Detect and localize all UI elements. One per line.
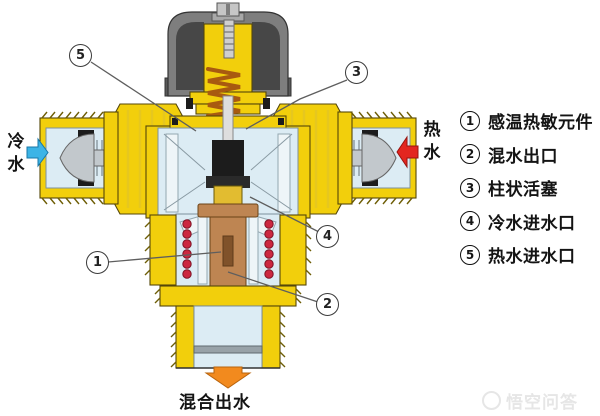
legend: 1 感温热敏元件 2 混水出口 3 柱状活塞 4 冷水进水口 5 热水进水口 bbox=[460, 104, 593, 272]
legend-num-5: 5 bbox=[460, 244, 480, 265]
legend-num-1: 1 bbox=[460, 110, 480, 131]
callout-1: 1 bbox=[86, 251, 109, 274]
legend-num-2: 2 bbox=[460, 144, 480, 165]
legend-label-5: 热水进水口 bbox=[488, 247, 576, 268]
left-inlet-pipe bbox=[39, 111, 119, 205]
callout-leader-lines bbox=[90, 61, 348, 303]
return-springs bbox=[182, 219, 274, 279]
lower-chamber bbox=[144, 203, 312, 288]
outlet-pipe bbox=[154, 285, 302, 369]
callout-4: 4 bbox=[316, 225, 339, 248]
watermark: 悟空问答 bbox=[482, 388, 578, 413]
callout-5: 5 bbox=[69, 44, 92, 67]
watermark-logo-icon bbox=[482, 391, 501, 410]
right-check-valve bbox=[347, 130, 397, 186]
legend-label-2: 混水出口 bbox=[488, 146, 558, 167]
watermark-text: 悟空问答 bbox=[506, 393, 578, 413]
mixed-outlet-label: 混合出水 bbox=[179, 393, 251, 413]
callout-3: 3 bbox=[345, 61, 368, 84]
legend-label-1: 感温热敏元件 bbox=[488, 113, 593, 134]
cold-water-arrow-icon bbox=[26, 137, 49, 168]
legend-item-1: 1 感温热敏元件 bbox=[460, 104, 593, 138]
legend-item-5: 5 热水进水口 bbox=[460, 238, 593, 272]
piston bbox=[206, 95, 250, 205]
legend-num-4: 4 bbox=[460, 211, 480, 232]
hot-water-arrow-icon bbox=[396, 135, 419, 169]
mixed-water-arrow-icon bbox=[204, 366, 252, 389]
legend-item-4: 4 冷水进水口 bbox=[460, 205, 593, 239]
spindle bbox=[203, 19, 253, 99]
legend-num-3: 3 bbox=[460, 177, 480, 198]
legend-item-2: 2 混水出口 bbox=[460, 138, 593, 172]
adjuster-screw bbox=[211, 2, 245, 22]
legend-label-3: 柱状活塞 bbox=[488, 180, 558, 201]
cold-water-label: 冷水 bbox=[7, 132, 25, 175]
legend-label-4: 冷水进水口 bbox=[488, 213, 576, 234]
hot-water-label: 热水 bbox=[423, 120, 441, 163]
left-check-valve bbox=[59, 130, 109, 186]
legend-item-3: 3 柱状活塞 bbox=[460, 171, 593, 205]
callout-2: 2 bbox=[316, 293, 339, 316]
